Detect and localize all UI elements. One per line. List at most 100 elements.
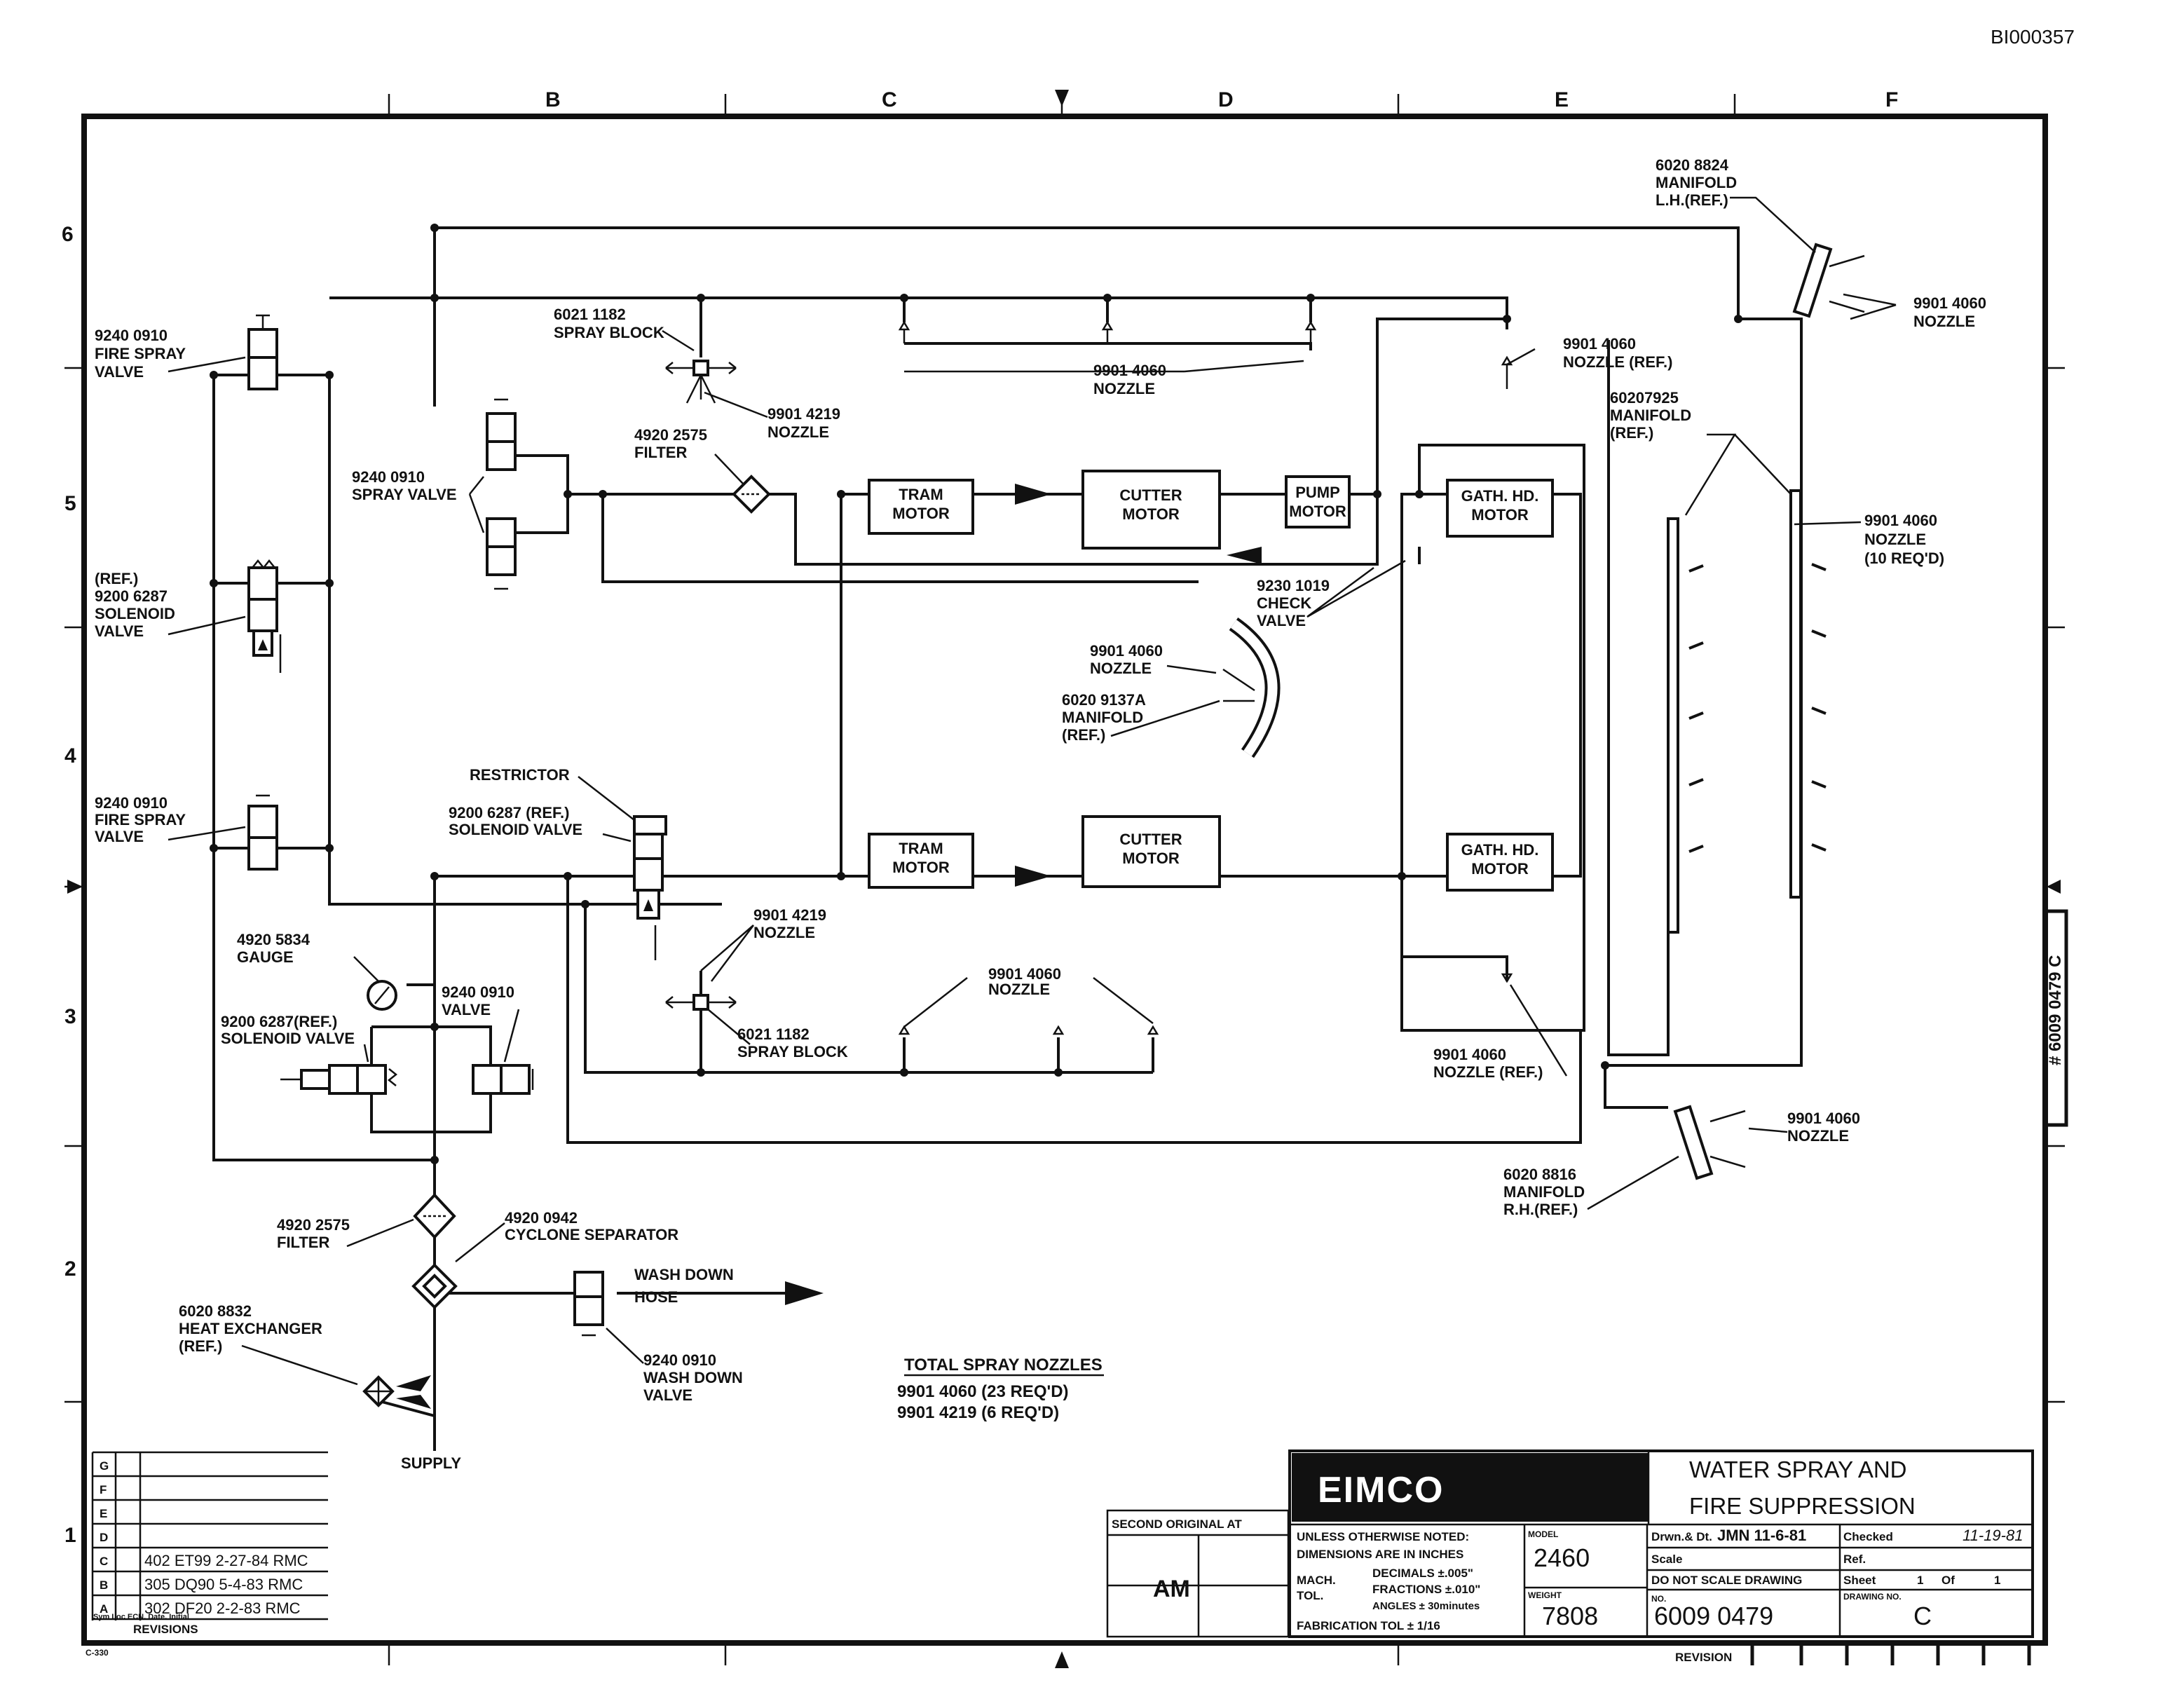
second-original-label: SECOND ORIGINAL AT [1112, 1517, 1242, 1531]
manifold-lh [1792, 243, 1865, 318]
revision-sym: B [100, 1578, 108, 1592]
grid-row-1: 1 [64, 1524, 76, 1547]
wash-down-valve [573, 1271, 604, 1337]
callout-solenoid-valve-mid: 9200 6287 (REF.)SOLENOID VALVE [449, 804, 582, 838]
piping [212, 226, 1803, 1451]
ref-label: Ref. [1843, 1553, 1866, 1566]
scale-label: Scale [1651, 1553, 1682, 1566]
revision-sym: A [100, 1602, 108, 1616]
grid-col-d: D [1218, 88, 1234, 111]
pump-motor: PUMP MOTOR [1285, 475, 1351, 528]
fire-spray-valve-bottom [247, 794, 278, 871]
checked-label: Checked [1843, 1530, 1893, 1543]
nozzles [898, 320, 1513, 1035]
sheet-label: Sheet [1843, 1574, 1876, 1587]
grid-col-b: B [545, 88, 561, 111]
grid-row-2: 2 [64, 1257, 76, 1281]
drawn-value: JMN 11-6-81 [1717, 1527, 1806, 1544]
revision-entry: 302 DF20 2-2-83 RMC [144, 1599, 301, 1617]
model-label: MODEL [1528, 1529, 1558, 1539]
revision-sym: F [100, 1483, 107, 1496]
angles-tol: ANGLES ± 30minutes [1372, 1600, 1480, 1612]
title-line1: WATER SPRAY AND [1689, 1457, 1907, 1482]
tram-motor-upper: TRAM MOTOR [868, 479, 974, 535]
gath-motor-lower-l2: MOTOR [1471, 860, 1529, 878]
notes-line1: UNLESS OTHERWISE NOTED: [1297, 1530, 1469, 1543]
company-logo: EIMCO [1318, 1470, 1444, 1510]
grid-col-f: F [1885, 88, 1898, 111]
filter-top [732, 475, 771, 514]
fire-spray-valve-top [247, 314, 278, 390]
cutter-motor-lower-l2: MOTOR [1122, 850, 1180, 867]
pump-motor-l1: PUMP [1295, 484, 1340, 501]
drawing-no-label: DRAWING NO. [1843, 1592, 1902, 1602]
cyclone-separator [411, 1263, 458, 1309]
drawn-label: Drwn.& Dt. [1651, 1530, 1712, 1543]
title-block: SECOND ORIGINAL AT AM EIMCO WATER SPRAY … [1106, 1449, 2034, 1665]
revision-sym: G [100, 1459, 109, 1473]
callout-restrictor: RESTRICTOR [470, 766, 570, 784]
decimals-tol: DECIMALS ±.005" [1372, 1567, 1473, 1580]
totals-line1: 9901 4060 (23 REQ'D) [897, 1382, 1069, 1401]
solenoid-valve-low [280, 1064, 398, 1095]
revision-sym: E [100, 1507, 107, 1520]
revision-value: C [1913, 1602, 1932, 1630]
am-stamp: AM [1153, 1576, 1190, 1602]
spray-block-bottom [665, 971, 737, 1011]
revisions-footer: REVISIONS [133, 1623, 198, 1636]
cutter-motor-upper-l1: CUTTER [1119, 486, 1182, 504]
spray-block-top [665, 360, 737, 404]
grid-row-3: 3 [64, 1005, 76, 1028]
gath-motor-upper-l2: MOTOR [1471, 506, 1529, 524]
total-spray-nozzles: TOTAL SPRAY NOZZLES 9901 4060 (23 REQ'D)… [897, 1356, 1104, 1422]
cutter-motor-lower: CUTTER MOTOR [1081, 815, 1221, 888]
filter-bottom [413, 1193, 456, 1239]
grid-col-e: E [1555, 88, 1569, 111]
callout-solenoid-valve-low: 9200 6287(REF.)SOLENOID VALVE [221, 1013, 355, 1047]
gauge [367, 980, 397, 1011]
drawing-number: 6009 0479 [1654, 1602, 1773, 1630]
leader-lines [168, 196, 1897, 1386]
revision-entry: 402 ET99 2-27-84 RMC [144, 1552, 308, 1569]
revisions-header-small: Sym Loc ECN. Date. Initial [93, 1613, 189, 1621]
gath-hd-motor-upper: GATH. HD. MOTOR [1446, 479, 1554, 538]
fabrication-tol: FABRICATION TOL ± 1/16 [1297, 1619, 1440, 1632]
totals-line2: 9901 4219 (6 REQ'D) [897, 1403, 1059, 1422]
cutter-motor-lower-l1: CUTTER [1119, 831, 1182, 848]
grid-row-6: 6 [62, 223, 74, 246]
solenoid-valve-mid [633, 815, 667, 960]
cutter-motor-upper-l2: MOTOR [1122, 505, 1180, 523]
spray-valve [486, 398, 517, 590]
grid-row-4: 4 [64, 744, 76, 768]
gath-motor-upper-l1: GATH. HD. [1461, 487, 1539, 505]
weight-label: WEIGHT [1528, 1590, 1562, 1600]
dont-scale-note: DO NOT SCALE DRAWING [1651, 1574, 1802, 1587]
mach-label: MACH. [1297, 1574, 1336, 1587]
revision-entry: 305 DQ90 5-4-83 RMC [144, 1576, 303, 1593]
side-drawing-tab: # 6009 0479 C [2043, 909, 2068, 1127]
tram-motor-lower-l1: TRAM [899, 840, 943, 857]
no-label: NO. [1651, 1594, 1666, 1604]
sheet-value: 1 [1917, 1574, 1923, 1587]
grid-row-5: 5 [64, 492, 76, 515]
weight-value: 7808 [1542, 1602, 1598, 1630]
tol-label: TOL. [1297, 1589, 1323, 1602]
